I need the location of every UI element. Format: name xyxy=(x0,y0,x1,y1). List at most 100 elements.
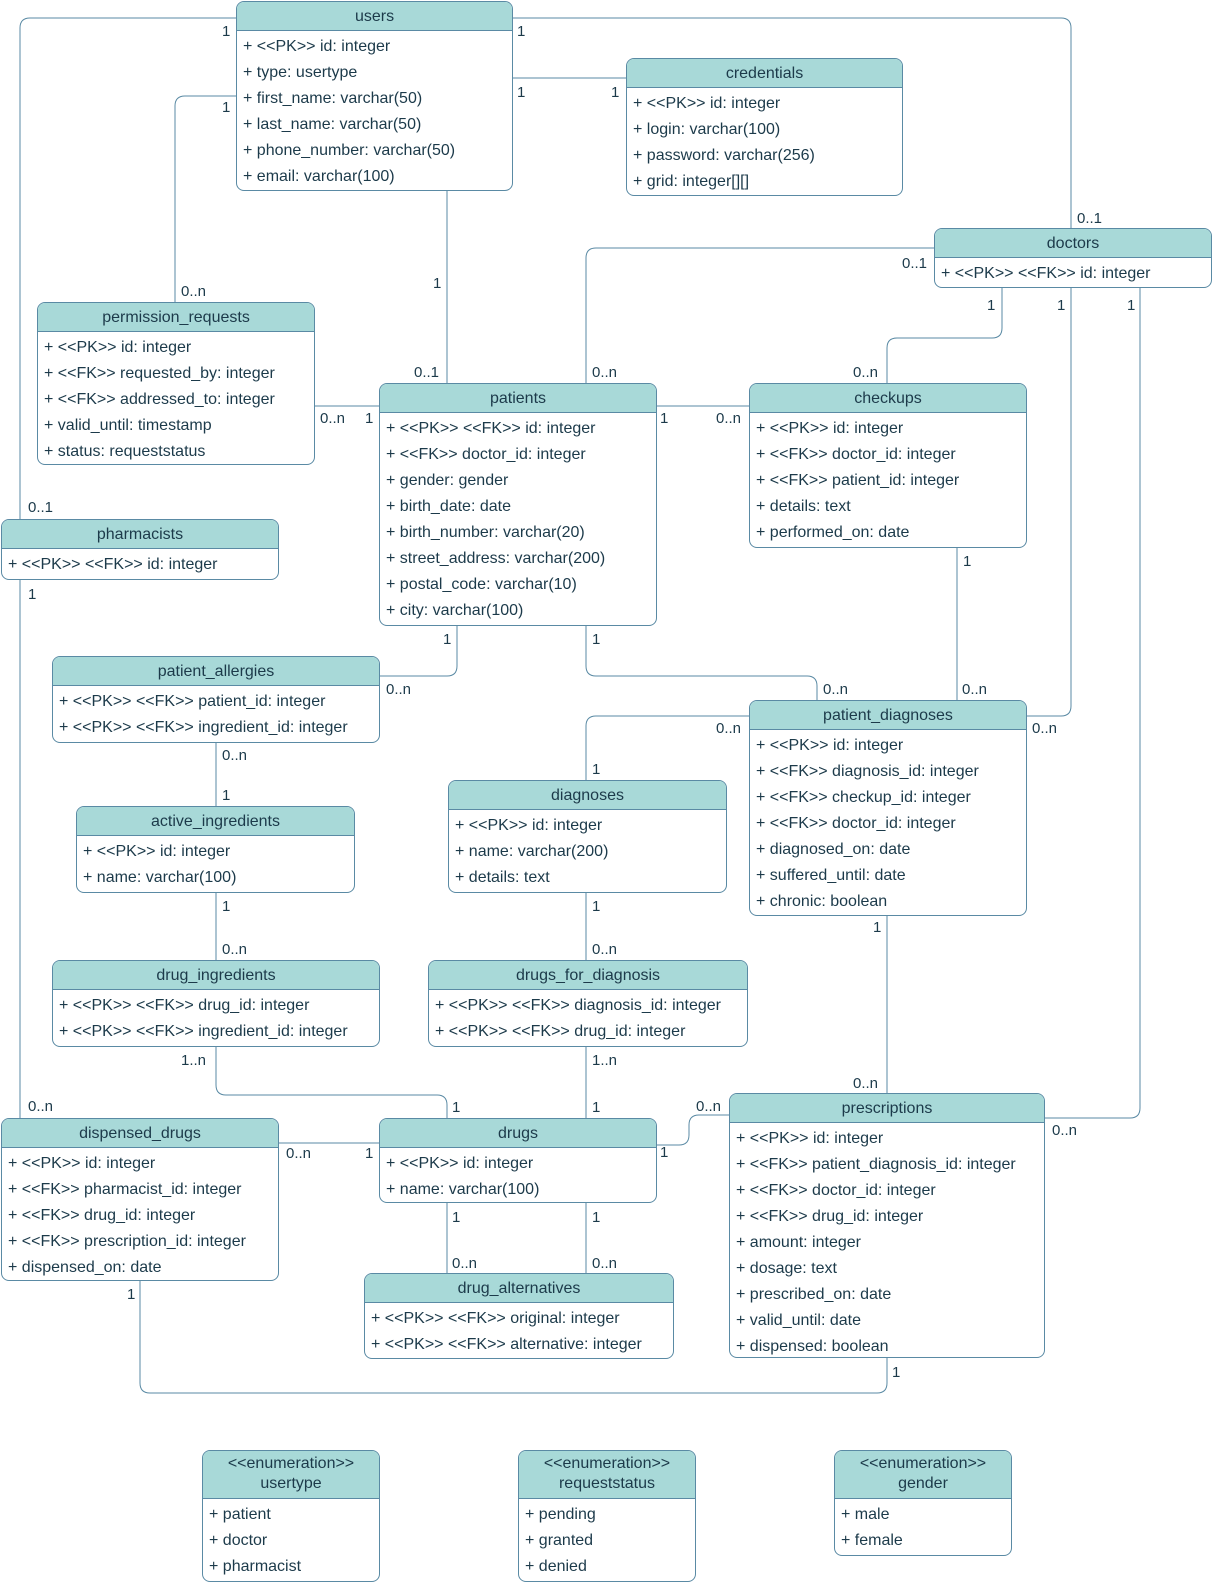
entity-pharmacists[interactable]: pharmacists + <<PK>> <<FK>> id: integer xyxy=(1,519,279,580)
attribute: + <<PK>> id: integer xyxy=(455,817,603,834)
entity-credentials-attrs: + <<PK>> id: integer + login: varchar(10… xyxy=(627,88,902,195)
cardinality-label: 1 xyxy=(873,919,882,936)
entity-diagnoses[interactable]: diagnoses + <<PK>> id: integer + name: v… xyxy=(448,780,727,893)
entity-doctors[interactable]: doctors + <<PK>> <<FK>> id: integer xyxy=(934,228,1212,288)
attribute: + name: varchar(200) xyxy=(455,843,609,860)
attribute: + <<FK>> patient_id: integer xyxy=(756,472,960,489)
attribute: + <<PK>> <<FK>> ingredient_id: integer xyxy=(59,1023,348,1040)
entity-diagnoses-attrs: + <<PK>> id: integer + name: varchar(200… xyxy=(449,810,726,891)
attribute: + <<FK>> doctor_id: integer xyxy=(756,446,956,463)
entity-drugs-for-diagnosis-attrs: + <<PK>> <<FK>> diagnosis_id: integer + … xyxy=(429,990,747,1045)
entity-patient-allergies[interactable]: patient_allergies + <<PK>> <<FK>> patien… xyxy=(52,656,380,743)
entity-drug-alternatives-title: drug_alternatives xyxy=(365,1274,673,1303)
attribute: + <<PK>> <<FK>> diagnosis_id: integer xyxy=(435,997,721,1014)
enum-value: + granted xyxy=(525,1532,594,1549)
cardinality-label: 1 xyxy=(517,84,526,101)
entity-patients[interactable]: patients + <<PK>> <<FK>> id: integer + <… xyxy=(379,383,657,626)
attribute: + name: varchar(100) xyxy=(83,869,237,886)
cardinality-label: 1 xyxy=(28,586,37,603)
entity-permission-requests-attrs: + <<PK>> id: integer + <<FK>> requested_… xyxy=(38,332,314,464)
entity-checkups[interactable]: checkups + <<PK>> id: integer + <<FK>> d… xyxy=(749,383,1027,548)
enum-requeststatus-header: <<enumeration>> requeststatus xyxy=(519,1451,695,1499)
attribute: + <<PK>> <<FK>> id: integer xyxy=(941,265,1151,282)
cardinality-label: 1 xyxy=(592,1099,601,1116)
entity-permission-requests[interactable]: permission_requests + <<PK>> id: integer… xyxy=(37,302,315,465)
attribute: + <<PK>> <<FK>> original: integer xyxy=(371,1310,620,1327)
attribute: + status: requeststatus xyxy=(44,443,206,460)
entity-patient-diagnoses[interactable]: patient_diagnoses + <<PK>> id: integer +… xyxy=(749,700,1027,916)
attribute: + first_name: varchar(50) xyxy=(243,90,423,107)
attribute: + postal_code: varchar(10) xyxy=(386,576,577,593)
cardinality-label: 0..n xyxy=(716,720,742,737)
attribute: + <<FK>> doctor_id: integer xyxy=(736,1182,936,1199)
cardinality-label: 1 xyxy=(452,1209,461,1226)
entity-prescriptions[interactable]: prescriptions + <<PK>> id: integer + <<F… xyxy=(729,1093,1045,1358)
cardinality-label: 1 xyxy=(127,1286,136,1303)
entity-drugs[interactable]: drugs + <<PK>> id: integer + name: varch… xyxy=(379,1118,657,1203)
attribute: + <<PK>> <<FK>> ingredient_id: integer xyxy=(59,719,348,736)
attribute: + last_name: varchar(50) xyxy=(243,116,422,133)
entity-users[interactable]: users + <<PK>> id: integer + type: usert… xyxy=(236,1,513,191)
enum-usertype[interactable]: <<enumeration>> usertype + patient + doc… xyxy=(202,1450,380,1582)
entity-pharmacists-attrs: + <<PK>> <<FK>> id: integer xyxy=(2,549,278,578)
attribute: + gender: gender xyxy=(386,472,509,489)
entity-checkups-attrs: + <<PK>> id: integer + <<FK>> doctor_id:… xyxy=(750,413,1026,546)
entity-active-ingredients[interactable]: active_ingredients + <<PK>> id: integer … xyxy=(76,806,355,893)
entity-doctors-title: doctors xyxy=(935,229,1211,258)
cardinality-label: 0..n xyxy=(696,1098,722,1115)
cardinality-label: 1 xyxy=(1127,297,1136,314)
entity-credentials-title: credentials xyxy=(627,59,902,88)
attribute: + dispensed: boolean xyxy=(736,1338,889,1355)
enum-usertype-title: usertype xyxy=(260,1475,322,1492)
cardinality-label: 1 xyxy=(892,1364,901,1381)
entity-credentials[interactable]: credentials + <<PK>> id: integer + login… xyxy=(626,58,903,196)
cardinality-label: 1 xyxy=(222,99,231,116)
cardinality-label: 0..n xyxy=(716,410,742,427)
cardinality-label: 0..n xyxy=(222,747,248,764)
cardinality-label: 1 xyxy=(592,898,601,915)
attribute: + type: usertype xyxy=(243,64,358,81)
entity-drug-ingredients-title: drug_ingredients xyxy=(53,961,379,990)
entity-diagnoses-title: diagnoses xyxy=(449,781,726,810)
cardinality-label: 1 xyxy=(433,275,442,292)
attribute: + <<PK>> id: integer xyxy=(386,1155,534,1172)
attribute: + phone_number: varchar(50) xyxy=(243,142,456,159)
enum-gender-values: + male + female xyxy=(835,1499,1011,1554)
attribute: + dosage: text xyxy=(736,1260,837,1277)
enum-requeststatus[interactable]: <<enumeration>> requeststatus + pending … xyxy=(518,1450,696,1582)
attribute: + name: varchar(100) xyxy=(386,1181,540,1198)
entity-prescriptions-title: prescriptions xyxy=(730,1094,1044,1123)
attribute: + <<PK>> <<FK>> id: integer xyxy=(8,556,218,573)
attribute: + <<PK>> <<FK>> drug_id: integer xyxy=(435,1023,686,1040)
enum-stereotype: <<enumeration>> xyxy=(543,1455,671,1472)
entity-checkups-title: checkups xyxy=(750,384,1026,413)
cardinality-label: 0..n xyxy=(1052,1122,1078,1139)
enum-value: + female xyxy=(841,1532,903,1549)
attribute: + password: varchar(256) xyxy=(633,147,815,164)
attribute: + <<FK>> doctor_id: integer xyxy=(386,446,586,463)
enum-gender[interactable]: <<enumeration>> gender + male + female xyxy=(834,1450,1012,1556)
attribute: + <<FK>> patient_diagnosis_id: integer xyxy=(736,1156,1016,1173)
attribute: + performed_on: date xyxy=(756,524,910,541)
attribute: + <<PK>> id: integer xyxy=(83,843,231,860)
cardinality-label: 1 xyxy=(660,410,669,427)
attribute: + <<PK>> <<FK>> drug_id: integer xyxy=(59,997,310,1014)
attribute: + valid_until: date xyxy=(736,1312,861,1329)
cardinality-label: 1 xyxy=(452,1099,461,1116)
cardinality-label: 1 xyxy=(963,553,972,570)
enum-requeststatus-title: requeststatus xyxy=(558,1475,656,1492)
entity-drugs-for-diagnosis[interactable]: drugs_for_diagnosis + <<PK>> <<FK>> diag… xyxy=(428,960,748,1047)
entity-drug-ingredients[interactable]: drug_ingredients + <<PK>> <<FK>> drug_id… xyxy=(52,960,380,1047)
cardinality-label: 1 xyxy=(365,1145,374,1162)
entity-patient-allergies-attrs: + <<PK>> <<FK>> patient_id: integer + <<… xyxy=(53,686,379,741)
enum-value: + doctor xyxy=(209,1532,268,1549)
entity-patient-diagnoses-attrs: + <<PK>> id: integer + <<FK>> diagnosis_… xyxy=(750,730,1026,915)
entity-drugs-attrs: + <<PK>> id: integer + name: varchar(100… xyxy=(380,1148,656,1202)
cardinality-label: 0..n xyxy=(592,1255,618,1272)
cardinality-label: 0..n xyxy=(320,410,346,427)
entity-drug-alternatives[interactable]: drug_alternatives + <<PK>> <<FK>> origin… xyxy=(364,1273,674,1359)
entity-dispensed-drugs[interactable]: dispensed_drugs + <<PK>> id: integer + <… xyxy=(1,1118,279,1281)
cardinality-label: 0..n xyxy=(28,1098,54,1115)
enum-value: + male xyxy=(841,1506,890,1523)
